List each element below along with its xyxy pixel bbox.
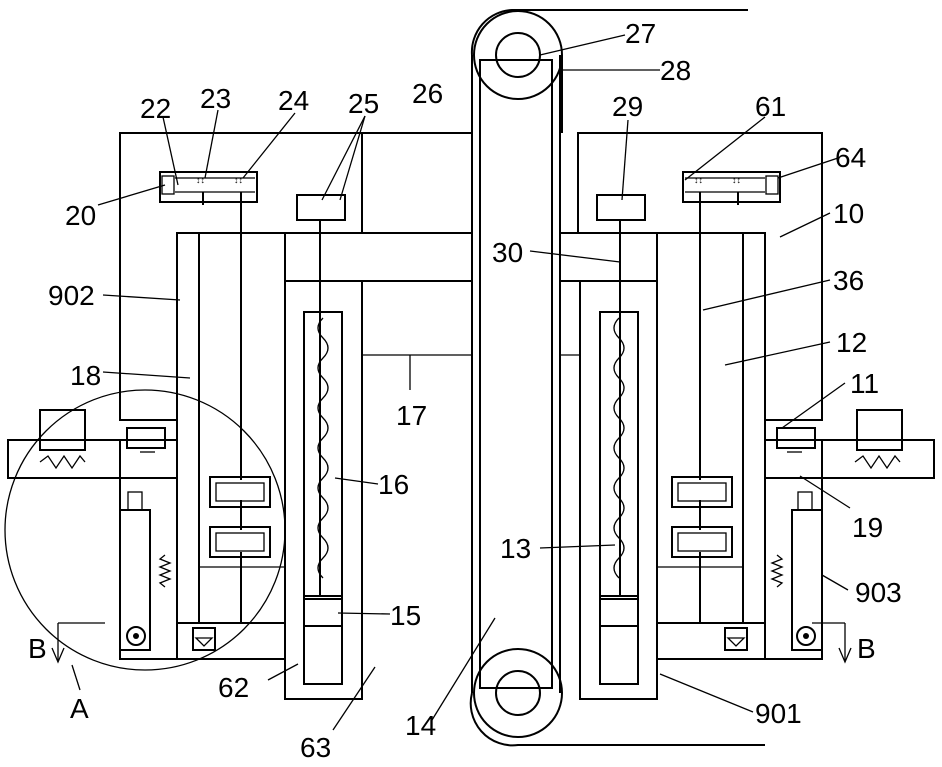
label-18: 18 (70, 360, 101, 391)
belt-strip (480, 60, 552, 688)
label-22: 22 (140, 93, 171, 124)
label-20: 20 (65, 200, 96, 231)
top-pulley (474, 11, 562, 99)
label-a: A (70, 693, 89, 724)
label-62: 62 (218, 672, 249, 703)
label-61: 61 (755, 91, 786, 122)
left-inner-sleeve (177, 233, 199, 623)
label-17: 17 (396, 400, 427, 431)
label-902: 902 (48, 280, 95, 311)
left-screw-bore (304, 312, 342, 599)
left-lower-support (120, 478, 215, 659)
label-13: 13 (500, 533, 531, 564)
label-36: 36 (833, 265, 864, 296)
label-26: 26 (412, 78, 443, 109)
detail-circle-a (5, 390, 285, 670)
label-25: 25 (348, 88, 379, 119)
left-crossbar (285, 233, 472, 281)
label-14: 14 (405, 710, 436, 741)
label-28: 28 (660, 55, 691, 86)
section-marker-b-left (52, 623, 105, 662)
label-29: 29 (612, 91, 643, 122)
label-64: 64 (835, 142, 866, 173)
left-screw-column (285, 281, 362, 699)
svg-text:↕↕: ↕↕ (732, 175, 741, 185)
section-marker-b-right (812, 623, 851, 662)
leader-lines (72, 35, 850, 730)
label-19: 19 (852, 512, 883, 543)
svg-text:↕↕: ↕↕ (234, 175, 243, 185)
right-block-29 (597, 195, 645, 220)
left-upper-actuator: ↕↕ ↕↕ (160, 172, 257, 205)
right-base-plate (657, 623, 765, 659)
svg-text:↕↕: ↕↕ (196, 175, 205, 185)
label-903: 903 (855, 577, 902, 608)
right-screw-column (580, 281, 657, 699)
left-cross-hatched-sleeve (285, 281, 362, 699)
left-block-25 (297, 195, 345, 220)
right-upper-actuator: ↕↕ ↕↕ (683, 172, 780, 205)
upper-cavity-left (362, 133, 472, 233)
label-24: 24 (278, 85, 309, 116)
left-piston-rod (304, 626, 342, 684)
label-b-right: B (857, 633, 876, 664)
label-16: 16 (378, 469, 409, 500)
label-b-left: B (28, 633, 47, 664)
label-11: 11 (850, 368, 879, 399)
label-15: 15 (390, 600, 421, 631)
label-30: 30 (492, 237, 523, 268)
right-lower-support (725, 478, 822, 659)
label-12: 12 (836, 327, 867, 358)
right-inner-sleeve (743, 233, 765, 623)
label-23: 23 (200, 83, 231, 114)
label-63: 63 (300, 732, 331, 763)
label-27: 27 (625, 18, 656, 49)
left-piston-15 (304, 596, 342, 626)
label-901: 901 (755, 698, 802, 729)
svg-text:↕↕: ↕↕ (694, 175, 703, 185)
bottom-pulley (474, 649, 562, 737)
label-10: 10 (833, 198, 864, 229)
